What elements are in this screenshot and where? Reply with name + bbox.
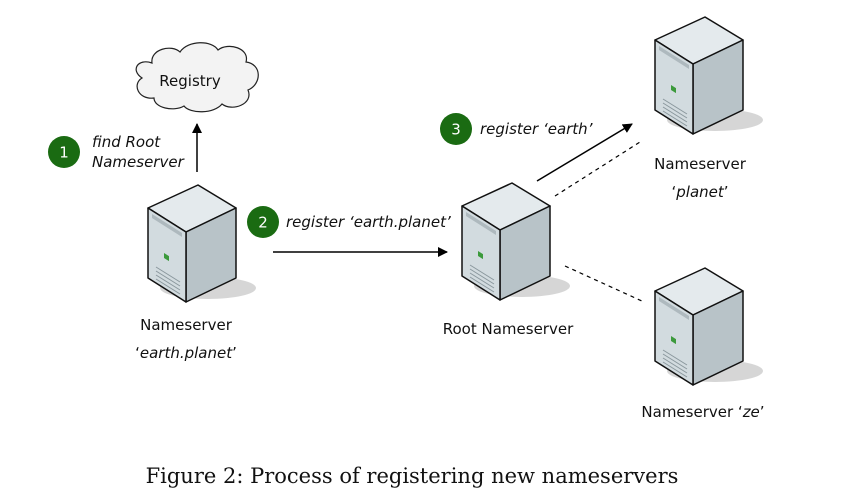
server-icon: [654, 267, 764, 386]
step-2: 2 register ‘earth.planet’: [247, 206, 451, 238]
dashed-link-root-planet: [554, 141, 641, 197]
server-ze-label: Nameserver ‘ze’: [641, 403, 764, 421]
step-3-number: 3: [451, 121, 461, 139]
registry-cloud: Registry: [135, 42, 259, 113]
cloud-shape: [135, 42, 259, 113]
step-2-badge: [247, 206, 279, 238]
step-2-label: register ‘earth.planet’: [286, 213, 451, 231]
server-planet-line2: ‘planet’: [671, 183, 728, 201]
server-planet: Nameserver ‘planet’: [654, 16, 764, 201]
step-1: 1 find Root Nameserver: [48, 133, 185, 171]
server-icon: [654, 16, 764, 135]
step-1-label-line1: find Root: [92, 133, 161, 151]
server-icon: [147, 184, 257, 303]
cloud-label: Registry: [159, 72, 221, 90]
step-3-label: register ‘earth’: [480, 120, 593, 138]
server-earth-planet: Nameserver ‘earth.planet’: [135, 184, 257, 362]
server-planet-line1: Nameserver: [654, 155, 747, 173]
server-root-label: Root Nameserver: [443, 320, 574, 338]
figure-caption: Figure 2: Process of registering new nam…: [146, 464, 679, 488]
server-icon: [461, 182, 571, 301]
step-2-number: 2: [258, 214, 268, 232]
dashed-link-root-ze: [564, 265, 645, 303]
step-1-number: 1: [59, 144, 69, 162]
server-earth-planet-line1: Nameserver: [140, 316, 233, 334]
server-root: Root Nameserver: [443, 182, 574, 338]
step-1-badge: [48, 136, 80, 168]
server-earth-planet-line2: ‘earth.planet’: [135, 344, 237, 362]
server-ze: Nameserver ‘ze’: [641, 267, 765, 421]
step-1-label-line2: Nameserver: [92, 153, 185, 171]
arrow-register-earth: [536, 123, 633, 182]
step-3-badge: [440, 113, 472, 145]
step-3: 3 register ‘earth’: [440, 113, 593, 145]
